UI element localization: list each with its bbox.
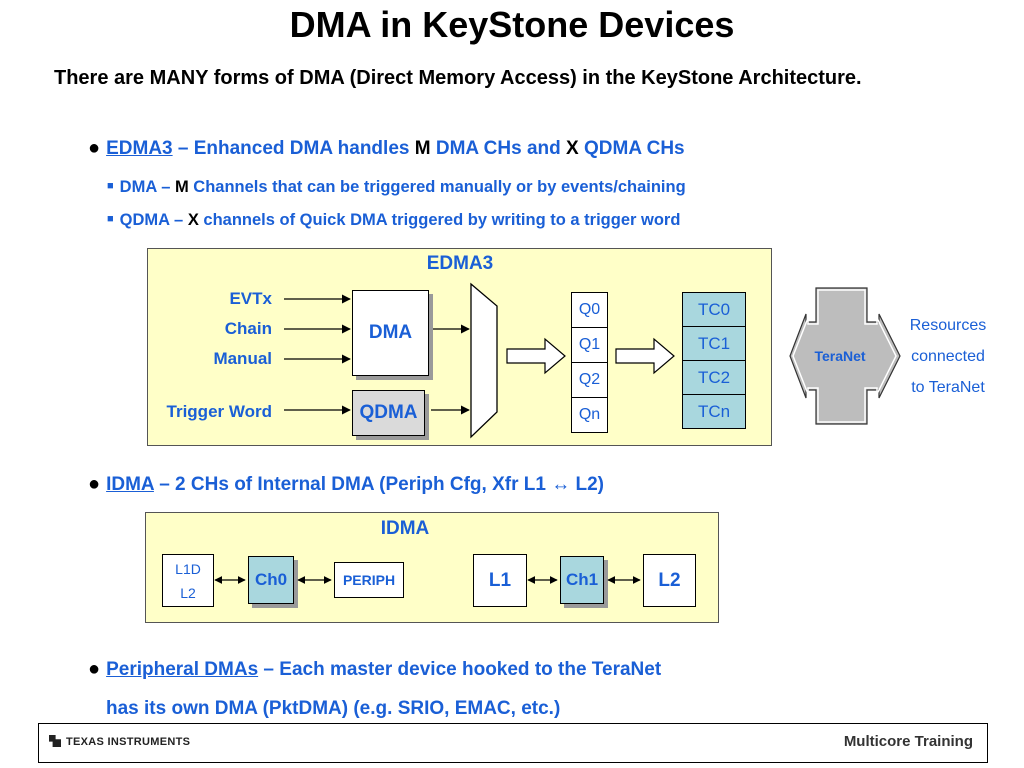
edma3-diagram-title: EDMA3	[426, 253, 494, 274]
bullet-dot: ●	[88, 473, 101, 495]
idma-diagram-panel	[145, 512, 719, 623]
sub-bullet-qdma: ■QDMA – X channels of Quick DMA triggere…	[107, 211, 681, 229]
l2-block: L2	[643, 554, 696, 607]
ti-brand-text: TEXAS INSTRUMENTS	[66, 736, 191, 748]
input-label-evtx: EVTx	[229, 289, 272, 308]
peripheral-dmas-link[interactable]: Peripheral DMAs	[106, 659, 259, 680]
dma-block: DMA	[352, 290, 429, 376]
ti-logo: TEXAS INSTRUMENTS	[49, 735, 190, 748]
tc-2: TC2	[683, 361, 745, 395]
queue-q2: Q2	[572, 363, 607, 398]
input-label-trigger-word: Trigger Word	[166, 402, 272, 421]
edma3-diagram-panel	[147, 248, 772, 446]
bullet-dot: ●	[88, 658, 101, 680]
sub-bullet-dma: ■DMA – M Channels that can be triggered …	[107, 178, 686, 196]
idma-diagram-title: IDMA	[380, 518, 430, 539]
page-title: DMA in KeyStone Devices	[289, 4, 735, 45]
tc-n: TCn	[697, 401, 731, 421]
queue-q0: Q0	[572, 293, 607, 328]
bullet-peripheral-dmas: ●Peripheral DMAs – Each master device ho…	[88, 658, 662, 680]
multicore-training-label: Multicore Training	[843, 733, 973, 750]
queue-qn: Qn	[578, 406, 601, 423]
qdma-block: QDMA	[352, 390, 425, 436]
tc-1: TC1	[683, 327, 745, 361]
idma-ch0: Ch0	[248, 556, 294, 604]
queue-stack: Q0 Q1 Q2 Qn	[571, 292, 608, 433]
edma3-link[interactable]: EDMA3	[106, 138, 173, 159]
periph-block: PERIPH	[334, 562, 404, 598]
square-bullet-icon: ■	[107, 213, 114, 225]
idma-ch1: Ch1	[560, 556, 604, 604]
input-label-chain: Chain	[224, 319, 272, 338]
bullet-idma: ●IDMA – 2 CHs of Internal DMA (Periph Cf…	[88, 473, 604, 495]
resources-note: Resources connected to TeraNet	[909, 317, 987, 396]
tc-0: TC0	[683, 293, 745, 327]
transfer-controller-stack: TC0 TC1 TC2 TCn	[682, 292, 746, 429]
bullet-dot: ●	[88, 137, 101, 159]
footer-bar: TEXAS INSTRUMENTS Multicore Training	[38, 723, 988, 763]
peripheral-dmas-line2: has its own DMA (PktDMA) (e.g. SRIO, EMA…	[106, 698, 561, 719]
idma-link[interactable]: IDMA	[106, 474, 154, 495]
ti-state-icon	[49, 735, 61, 747]
teranet-label: TeraNet	[814, 348, 866, 364]
square-bullet-icon: ■	[107, 180, 114, 192]
input-label-manual: Manual	[213, 349, 272, 368]
l1-block: L1	[473, 554, 527, 607]
intro-text: There are MANY forms of DMA (Direct Memo…	[54, 67, 862, 89]
queue-q1: Q1	[572, 328, 607, 363]
l1d-l2-block: L1D L2	[162, 554, 214, 607]
bullet-edma3: ●EDMA3 – Enhanced DMA handles M DMA CHs …	[88, 137, 685, 159]
